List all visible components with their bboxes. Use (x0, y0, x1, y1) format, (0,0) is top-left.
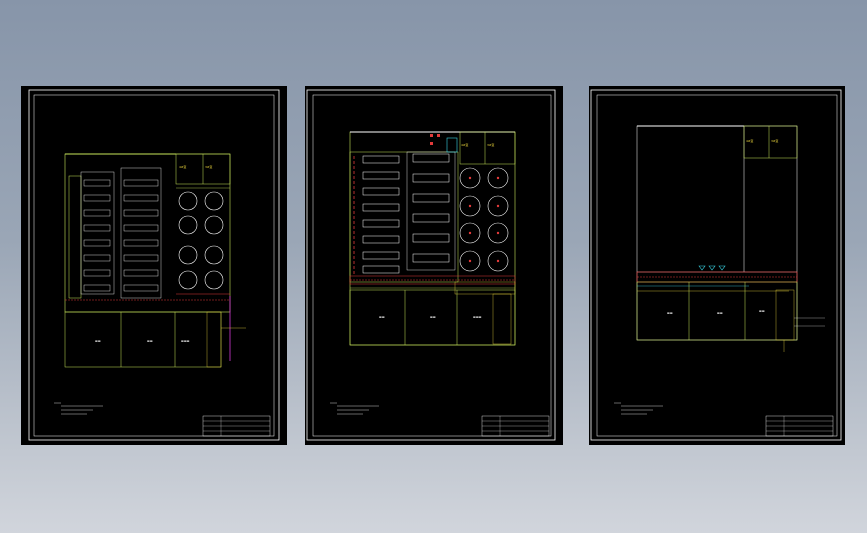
room-label-b: 3#变 (487, 142, 494, 147)
room-label-b: 3#变 (205, 164, 212, 169)
svg-text:▬▬: ▬▬ (147, 339, 153, 343)
svg-text:▬▬▬: ▬▬▬ (181, 339, 190, 343)
floor-plan-drawing: 4#变 3#变 ▬▬ ▬▬ ▬▬ (590, 89, 842, 441)
room-label-a: 4#变 (746, 138, 753, 143)
svg-text:▬▬: ▬▬ (717, 311, 723, 315)
svg-text:▬▬: ▬▬ (759, 309, 765, 313)
room-label-a: 4#变 (461, 142, 468, 147)
room-label-b: 3#变 (771, 138, 778, 143)
svg-text:▬▬: ▬▬ (430, 315, 436, 319)
drawing-sheet-2: 4#变 3#变 ▬▬ ▬▬ ▬▬▬ (305, 86, 563, 445)
room-label-a: 4#变 (179, 164, 186, 169)
svg-text:▬▬: ▬▬ (667, 311, 673, 315)
svg-text:▬▬: ▬▬ (379, 315, 385, 319)
drawing-sheet-1: 4#变 3#变 ▬▬ ▬▬ ▬▬▬ (21, 86, 287, 445)
svg-text:▬▬▬: ▬▬▬ (473, 315, 482, 319)
floor-plan-drawing: 4#变 3#变 ▬▬ ▬▬ ▬▬▬ (28, 89, 280, 441)
floor-plan-drawing: 4#变 3#变 ▬▬ ▬▬ ▬▬▬ (306, 89, 556, 441)
drawing-sheet-3: 4#变 3#变 ▬▬ ▬▬ ▬▬ (589, 86, 845, 445)
svg-text:▬▬: ▬▬ (95, 339, 101, 343)
